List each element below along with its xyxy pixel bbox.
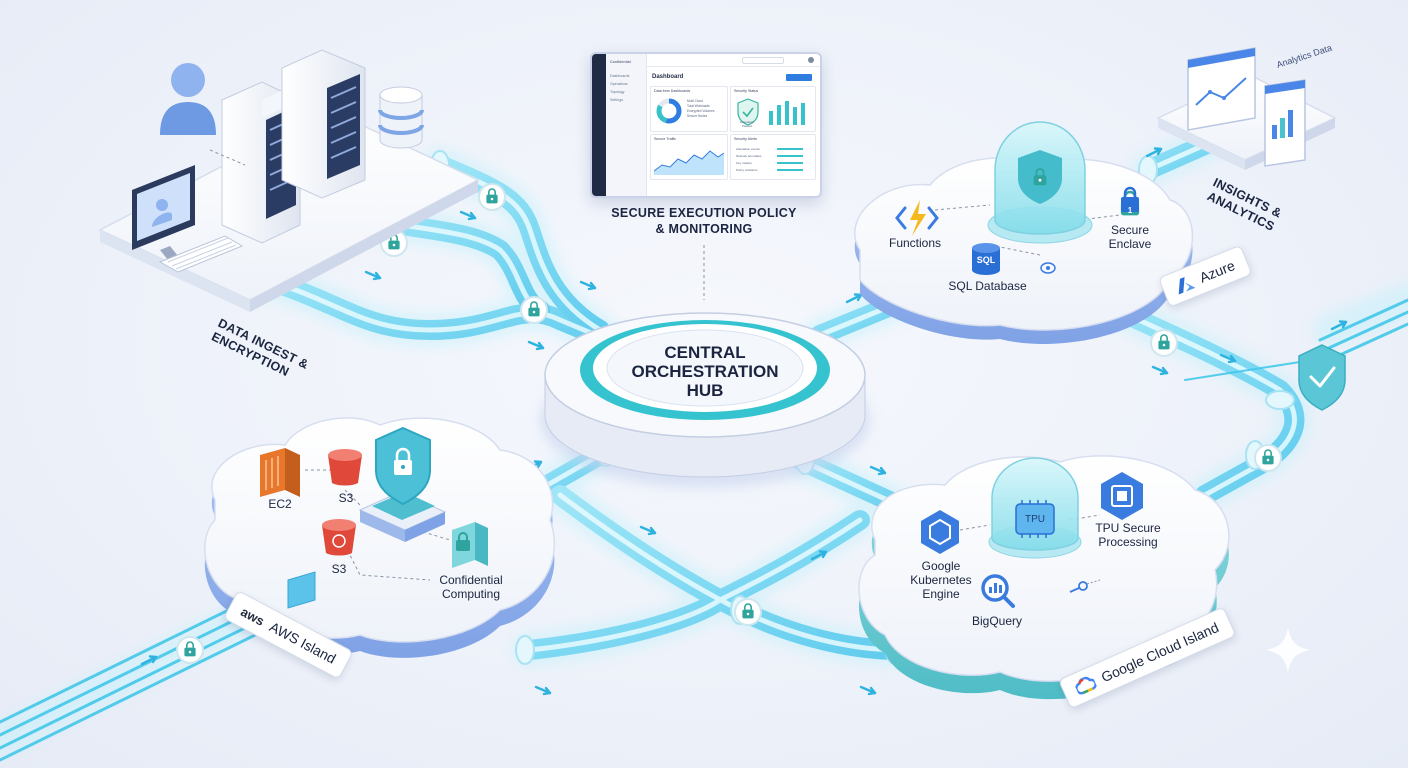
s3-top-label: S3 (334, 491, 358, 505)
analytics-panel (1188, 48, 1255, 130)
database-icon (380, 87, 422, 148)
dashboard-card-overview: Data from Dashboards Multi Cloud Total W… (650, 86, 728, 132)
avatar[interactable] (808, 57, 814, 63)
dashboard-brand: Confidential (610, 60, 646, 64)
alert-row: Policy violations (736, 167, 762, 174)
dashboard-search-input[interactable] (742, 57, 784, 64)
bucket-icon (328, 449, 362, 486)
analytics-bars-panel (1265, 80, 1305, 166)
lock-icon (452, 522, 488, 568)
hub-title-line2: ORCHESTRATION (610, 362, 800, 381)
nav-item-topology[interactable]: Topology (610, 90, 646, 94)
gke-line2: Kubernetes (906, 573, 976, 587)
functions-label: Functions (880, 236, 950, 250)
secure-enclave-label: Secure Enclave (1100, 223, 1160, 251)
user-icon (160, 63, 216, 135)
sql-icon-text: SQL (975, 253, 997, 267)
nav-item-dashboards[interactable]: Dashboards (610, 74, 646, 78)
card-title: Security Status (734, 89, 758, 93)
hub-title: CENTRAL ORCHESTRATION HUB (610, 343, 800, 400)
card-title: Data from Dashboards (654, 89, 690, 93)
dashboard-caption: SECURE EXECUTION POLICY & MONITORING (590, 205, 818, 237)
dashboard-nav: Confidential Dashboards Operations Topol… (606, 54, 647, 196)
monitoring-dashboard: Confidential Dashboards Operations Topol… (590, 52, 822, 198)
tpu-chip-label: TPU (1016, 513, 1054, 527)
alert-row: Attestation events (736, 146, 762, 153)
bucket-icon (322, 519, 356, 556)
gke-line1: Google (906, 559, 976, 573)
ec2-label: EC2 (262, 497, 298, 511)
tpu-processing-label: TPU Secure Processing (1088, 521, 1168, 549)
tpu-processing-line2: Processing (1088, 535, 1168, 549)
aws-logo-icon: aws (238, 604, 267, 629)
dashboard-topbar (646, 54, 820, 67)
dashboard-title: Dashboard (652, 74, 683, 80)
confidential-computing-label: Confidential Computing (428, 573, 514, 601)
bar-chart (767, 97, 811, 127)
lock-icon (479, 184, 505, 210)
dashboard-card-alerts: Security Alerts Attestation events Netwo… (730, 134, 816, 180)
google-cloud-logo-icon (1073, 674, 1098, 697)
azure-logo-icon (1173, 274, 1196, 296)
ec2-icon (260, 448, 300, 497)
alert-row: Network anomalies (736, 153, 762, 160)
badge-status: Passed (732, 125, 762, 129)
area-chart (654, 145, 724, 175)
azure-island-label: Azure (1197, 257, 1237, 286)
confidential-computing-line2: Computing (428, 587, 514, 601)
lock-icon (735, 599, 761, 625)
secure-enclave-line1: Secure (1100, 223, 1160, 237)
nav-item-operations[interactable]: Operations (610, 82, 646, 86)
s3-bottom-label: S3 (327, 562, 351, 576)
dashboard-sidebar (592, 54, 606, 196)
bigquery-label: BigQuery (964, 614, 1030, 628)
lock-icon (177, 637, 203, 663)
data-ingest-platform (100, 50, 478, 312)
card-title: Security Alerts (734, 137, 757, 141)
hub-title-line1: CENTRAL (610, 343, 800, 362)
card-title: Secure Traffic (654, 137, 676, 141)
sparkle-icon (1266, 628, 1310, 672)
tpu-processing-line1: TPU Secure (1088, 521, 1168, 535)
gke-line3: Engine (906, 587, 976, 601)
card-row: Secure Nodes (687, 114, 714, 119)
secure-dome (988, 122, 1092, 243)
nav-item-settings[interactable]: Settings (610, 98, 646, 102)
dashboard-caption-line2: & MONITORING (590, 221, 818, 237)
secure-enclave-line2: Enclave (1100, 237, 1160, 251)
alert-row: Key rotation (736, 160, 762, 167)
lock-icon (521, 297, 547, 323)
donut-chart (655, 97, 683, 125)
gke-label: Google Kubernetes Engine (906, 559, 976, 601)
dashboard-card-traffic: Secure Traffic (650, 134, 728, 180)
lock-icon (1255, 445, 1281, 471)
central-hub (540, 313, 870, 488)
dashboard-action-button[interactable] (786, 74, 812, 81)
dashboard-caption-line1: SECURE EXECUTION POLICY (590, 205, 818, 221)
hub-title-line3: HUB (610, 381, 800, 400)
dashboard-card-security: Security Status Attestation Passed (730, 86, 816, 132)
sql-database-label: SQL Database (940, 279, 1035, 293)
tpu-dome (989, 458, 1081, 558)
enclave-icon-text: 1 (1122, 204, 1138, 218)
lock-icon (1151, 330, 1177, 356)
confidential-computing-line1: Confidential (428, 573, 514, 587)
